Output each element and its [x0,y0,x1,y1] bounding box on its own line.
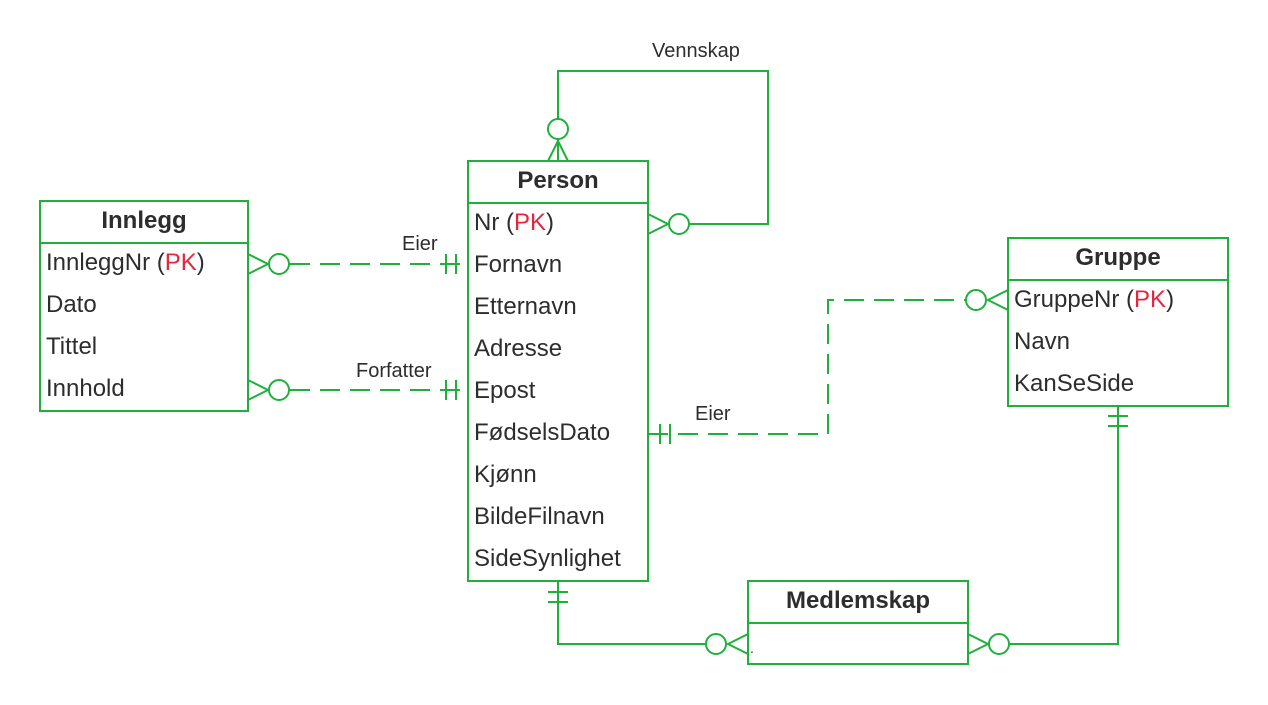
person-attr-adresse: Adresse [474,335,563,362]
person-attr-etternavn: Etternavn [474,293,577,320]
gruppe-medlemskap-zero-marker [988,633,1010,655]
innlegg-entity[interactable]: Innlegg InnleggNr (PK) Dato Tittel Innho… [39,200,249,412]
eier-gruppe-crowfoot [985,289,1009,311]
person-attr-bildefilnavn: BildeFilnavn [474,503,605,530]
gruppe-medlemskap-line[interactable] [1010,406,1119,645]
gruppe-medlemskap-crowfoot [967,633,991,655]
person-attr-epost: Epost [474,377,536,404]
eier-gruppe-label: Eier [695,403,731,425]
innlegg-attr-innleggnr: InnleggNr (PK) [46,249,205,276]
person-attr-nr: Nr (PK) [474,209,555,236]
innlegg-title: Innlegg [41,202,247,244]
person-attr-kjonn: Kjønn [474,461,537,488]
eier-innlegg-zero-marker [268,253,290,275]
forfatter-label: Forfatter [356,360,432,382]
vennskap-label: Vennskap [652,40,740,62]
person-medlemskap-line[interactable] [557,581,706,645]
eier-gruppe-line[interactable] [648,299,966,435]
person-medlemskap-crowfoot [725,633,749,655]
vennskap-top-zero-marker [547,118,569,140]
medlemskap-entity[interactable]: Medlemskap . [747,580,969,665]
innlegg-attr-dato: Dato [46,291,97,318]
eier-innlegg-crowfoot [247,253,271,275]
vennskap-top-crowfoot [547,138,569,162]
gruppe-entity[interactable]: Gruppe GruppeNr (PK) Navn KanSeSide [1007,237,1229,407]
pk-marker: PK [164,249,197,276]
innlegg-attr-tittel: Tittel [46,333,98,360]
medlemskap-attr-placeholder: . [750,640,754,656]
innlegg-attr-innhold: Innhold [46,375,125,402]
vennskap-line[interactable] [557,70,769,225]
attr-name: InnleggNr [46,249,151,276]
person-entity[interactable]: Person Nr (PK) Fornavn Etternavn Adresse… [467,160,649,582]
pk-marker: PK [514,209,547,236]
vennskap-right-zero-marker [668,213,690,235]
attr-name: GruppeNr [1014,286,1120,313]
gruppe-attr-navn: Navn [1014,328,1071,355]
gruppe-title: Gruppe [1009,239,1227,281]
person-attr-sidesynlighet: SideSynlighet [474,545,621,572]
gruppe-attr-gruppenr: GruppeNr (PK) [1014,286,1175,313]
eier-gruppe-zero-marker [965,289,987,311]
forfatter-crowfoot [247,379,271,401]
gruppe-attr-kansesde: KanSeSide [1014,370,1135,397]
person-title: Person [469,162,647,204]
person-attr-fornavn: Fornavn [474,251,563,278]
medlemskap-title: Medlemskap [749,582,967,624]
pk-marker: PK [1134,286,1167,313]
eier-innlegg-label: Eier [402,233,438,255]
forfatter-zero-marker [268,379,290,401]
attr-name: Nr [474,209,500,236]
person-medlemskap-zero-marker [705,633,727,655]
person-attr-fodselsdato: FødselsDato [474,419,611,446]
vennskap-right-crowfoot [647,213,671,235]
